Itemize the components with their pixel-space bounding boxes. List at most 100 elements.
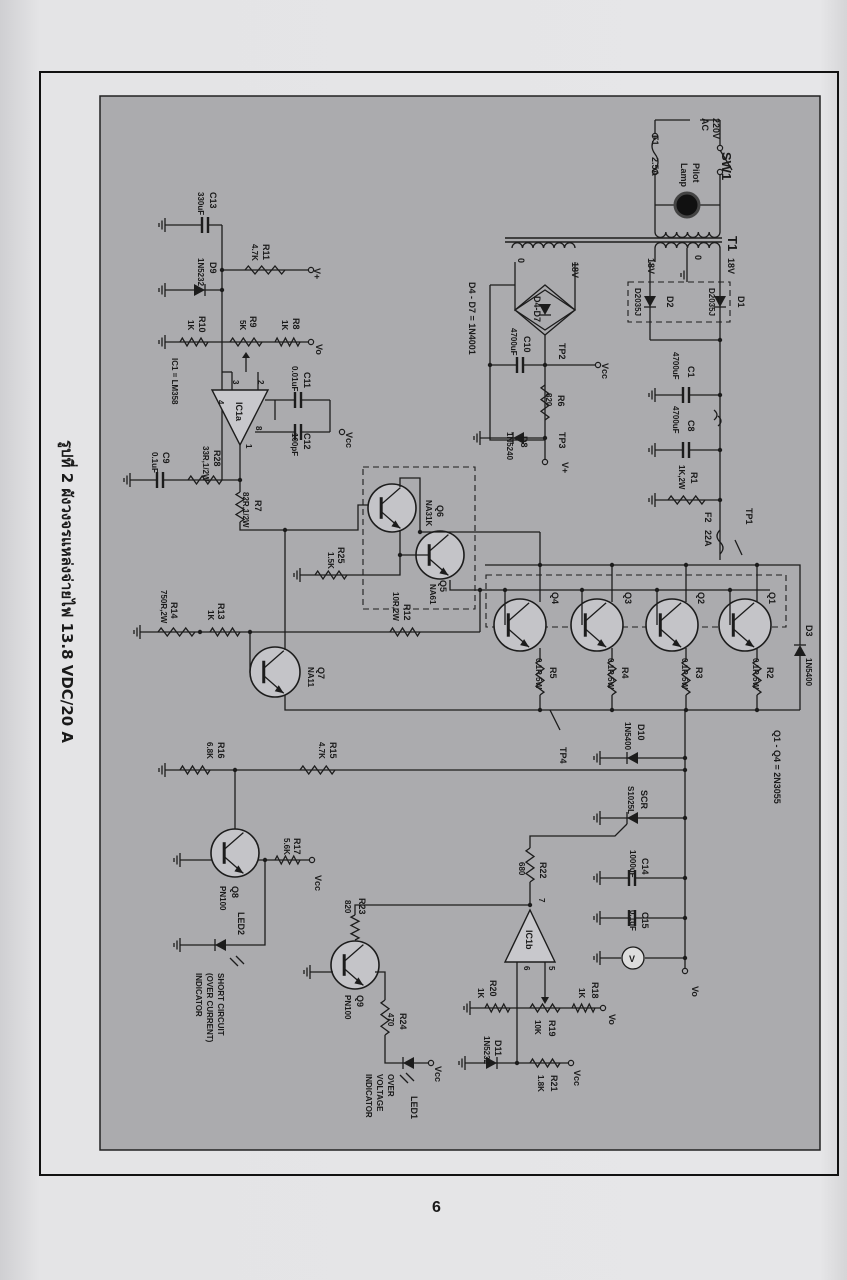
- d1-ref: D1: [736, 296, 746, 308]
- transistor-q4-icon: [493, 598, 547, 652]
- terminal: [651, 168, 659, 176]
- ground-icon: [173, 853, 181, 867]
- wire: [354, 882, 531, 915]
- junction-dot: [717, 392, 723, 398]
- capacitor-c14-icon-gap: [628, 870, 636, 886]
- short-circuit-label-2: (OVER CURRENT): [205, 973, 214, 1043]
- junction-dot: [683, 562, 689, 568]
- f2-ref: F2: [703, 512, 713, 523]
- terminal: [681, 967, 689, 975]
- resistor-r3-icon: [680, 659, 692, 696]
- q2-ref: Q2: [696, 592, 706, 604]
- d9-ref: D9: [208, 262, 218, 274]
- d8-value: 1N5240: [505, 432, 514, 461]
- short-circuit-label-1: SHORT CIRCUIT: [216, 973, 225, 1036]
- r21-value: 1.8K: [536, 1075, 545, 1092]
- capacitor-c8-icon-gap: [682, 442, 690, 458]
- c14-ref: C14: [640, 858, 650, 875]
- r7-value: 82R,1/2W: [241, 492, 250, 528]
- d8-ref: D8: [519, 436, 529, 448]
- wire: [489, 285, 545, 441]
- vo-label-3: Vo: [607, 1014, 617, 1025]
- capacitor-c9-icon: [155, 472, 165, 488]
- q4-ref: Q4: [550, 592, 560, 604]
- t1-aux-0: 0: [516, 258, 526, 263]
- transistor-q1-icon: [718, 598, 772, 652]
- scr-icon: [627, 812, 638, 824]
- resistor-r18-icon: [571, 1002, 596, 1014]
- f1-ref: F1: [650, 135, 660, 146]
- ground-icon: [133, 625, 141, 639]
- q1-ref: Q1: [767, 592, 777, 604]
- r6-ref: R6: [556, 395, 566, 407]
- q7-value: NA11: [306, 667, 315, 688]
- vo-label-2: Vo: [690, 986, 700, 997]
- d2-value: D2035J: [633, 288, 642, 316]
- r18-ref: R18: [590, 982, 600, 999]
- junction-dot: [537, 707, 543, 713]
- sw1-ref: SW1: [719, 152, 734, 180]
- f2-value: 22A: [703, 530, 713, 547]
- ground-icon: [293, 568, 301, 582]
- d1-value: D2035J: [707, 288, 716, 316]
- r7-ref: R7: [253, 500, 263, 512]
- r28-ref: R28: [212, 450, 222, 467]
- transistor-q8-icon: [210, 828, 260, 878]
- terminal: [567, 1059, 575, 1067]
- ic1b-pin6: 6: [522, 966, 531, 971]
- c12-value: 100pF: [290, 433, 299, 456]
- transistor-q3-icon: [570, 598, 624, 652]
- ground-icon: [680, 268, 688, 282]
- r1-ref: R1: [689, 472, 699, 484]
- f1-value: 2.5A: [650, 157, 660, 177]
- transistor-q7-icon-emitter-arrow: [274, 685, 284, 694]
- ground-icon: [158, 335, 166, 349]
- capacitor-c12-icon: [293, 424, 303, 440]
- capacitor-c11-icon: [293, 392, 303, 408]
- junction-dot: [609, 707, 615, 713]
- junction-dot: [754, 707, 760, 713]
- c15-ref: C15: [640, 912, 650, 929]
- tp1-pointer: [734, 539, 743, 556]
- ground-icon: [648, 443, 656, 457]
- junction-dot: [682, 875, 688, 881]
- junction-dot: [219, 267, 225, 273]
- r12-ref: R12: [402, 604, 412, 621]
- r12-value: 10R,2W: [391, 592, 400, 621]
- r14-ref: R14: [169, 602, 179, 619]
- t1-ref: T1: [725, 236, 740, 251]
- ground-icon: [648, 388, 656, 402]
- r11-ref: R11: [261, 244, 271, 260]
- d11-ref: D11: [493, 1040, 503, 1056]
- c10-ref: C10: [522, 336, 532, 353]
- led2-light-icon: [229, 955, 245, 967]
- resistor-r1-icon: [667, 494, 706, 506]
- ground-icon: [463, 1001, 471, 1015]
- transformer-core: [505, 237, 722, 243]
- scr-value: S1025L: [626, 786, 635, 814]
- capacitor-c14-icon: [627, 870, 637, 886]
- c11-value: 0.01uF: [290, 366, 299, 391]
- vcc-label-5: Vcc: [572, 1070, 582, 1086]
- ground-icon: [593, 871, 601, 885]
- diagram-panel: [99, 95, 821, 1151]
- r11-value: 4.7K: [250, 244, 259, 261]
- led1-ref: LED1: [409, 1096, 419, 1119]
- r15-value: 4.7K: [317, 742, 326, 759]
- wire: [180, 860, 266, 946]
- vcc-label-4: Vcc: [433, 1066, 443, 1082]
- resistor-r22-icon: [524, 847, 536, 883]
- terminal: [716, 144, 724, 152]
- r14-value: 750R,2W: [159, 590, 168, 624]
- voltmeter-label: V: [629, 954, 635, 964]
- resistor-r12-icon: [389, 626, 421, 638]
- r13-ref: R13: [216, 603, 226, 620]
- d4-d7-note: D4 - D7 = 1N4001: [467, 282, 477, 355]
- figure-caption: รูปที่ 2 ผังวงจรแหล่งจ่ายไฟ 13.8 VDC/20 …: [57, 440, 78, 743]
- ground-icon: [648, 493, 656, 507]
- t1-aux-18v: 18V: [570, 262, 580, 278]
- junction-dot: [682, 955, 688, 961]
- d4-d7-ref: D4-D7: [532, 296, 542, 322]
- r21-ref: R21: [549, 1075, 559, 1092]
